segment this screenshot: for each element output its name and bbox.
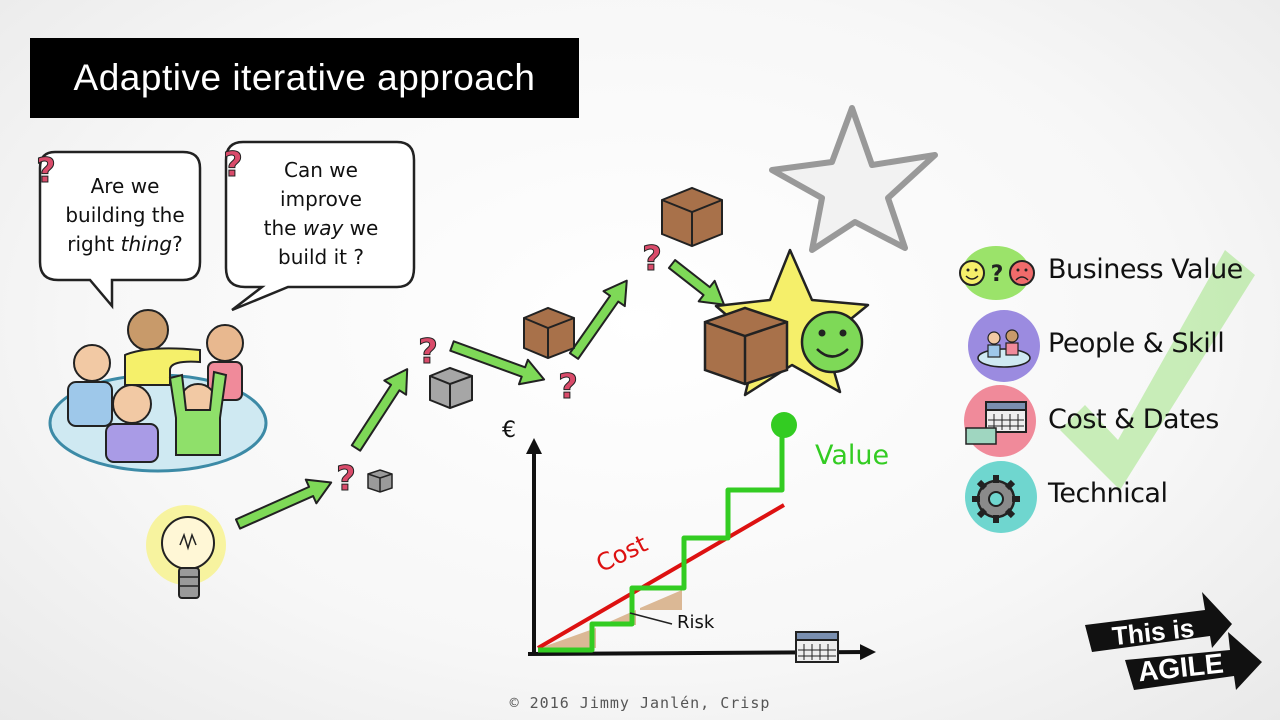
question-mark-icon: ? (223, 145, 244, 186)
increment-box-icon (367, 469, 393, 493)
value-endpoint (771, 412, 797, 438)
cost-dates-icon (964, 385, 1036, 457)
question-mark-icon: ? (558, 367, 578, 407)
iteration-arrow-4 (568, 279, 628, 360)
svg-text:?: ? (991, 262, 1004, 287)
bubble-left-line: right thing? (67, 232, 183, 256)
value-label: Value (815, 440, 890, 471)
calendar-icon (795, 631, 839, 663)
svg-text:?: ? (36, 151, 56, 191)
iteration-arrow-1 (234, 478, 333, 530)
bubble-right-line: Can we (284, 158, 358, 182)
value-cost-graph (526, 412, 876, 663)
legend-business-value: Business Value (1048, 254, 1243, 285)
legend-cost-dates: Cost & Dates (1048, 404, 1219, 435)
team-people-illustration (48, 309, 268, 473)
this-is-agile-badge (1085, 592, 1262, 690)
y-axis-label: € (502, 418, 516, 443)
risk-label: Risk (677, 612, 715, 633)
risk-area (540, 590, 682, 648)
increment-box-icon (661, 186, 723, 248)
iteration-arrow-3 (449, 340, 546, 386)
target-star-outline-icon (769, 105, 938, 253)
speech-bubble-left (38, 150, 202, 310)
bubble-right-line: the way we (263, 216, 379, 240)
delivered-box-icon (703, 306, 789, 386)
speech-bubble-right (224, 140, 416, 312)
question-mark-icon: ? (642, 239, 662, 279)
legend-technical: Technical (1048, 478, 1168, 509)
iteration-arrow-2 (350, 368, 409, 452)
checkmark-watermark-icon (1060, 250, 1255, 490)
people-skill-icon (968, 310, 1040, 382)
value-line (538, 428, 785, 653)
increment-box-icon (429, 366, 473, 410)
cost-line (536, 503, 786, 650)
bubble-right-text: Can we improve the way we build it ? (232, 156, 410, 272)
title-bar: Adaptive iterative approach (30, 38, 579, 118)
increment-box-icon (523, 306, 575, 360)
bubble-left-line: building the (65, 203, 185, 227)
bubble-right-line: improve (280, 187, 362, 211)
question-mark-icon: ? (336, 459, 356, 499)
bubble-left-line: Are we (90, 174, 160, 198)
technical-gear-icon (965, 461, 1037, 533)
svg-text:?: ? (223, 145, 243, 185)
copyright-text: © 2016 Jimmy Janlén, Crisp (509, 694, 771, 712)
question-mark-icon: ? (418, 332, 438, 372)
iteration-arrows (234, 259, 726, 530)
page-title: Adaptive iterative approach (73, 57, 536, 98)
question-mark-icon: ? (36, 151, 57, 192)
bubble-left-text: Are we building the right thing? (40, 172, 210, 259)
legend-people-skill: People & Skill (1048, 328, 1225, 359)
business-value-icon: ? (959, 246, 1035, 300)
bubble-right-line: build it ? (278, 245, 364, 269)
smiley-icon (800, 310, 864, 374)
lightbulb-icon (146, 505, 226, 599)
iteration-arrow-5 (667, 259, 726, 306)
